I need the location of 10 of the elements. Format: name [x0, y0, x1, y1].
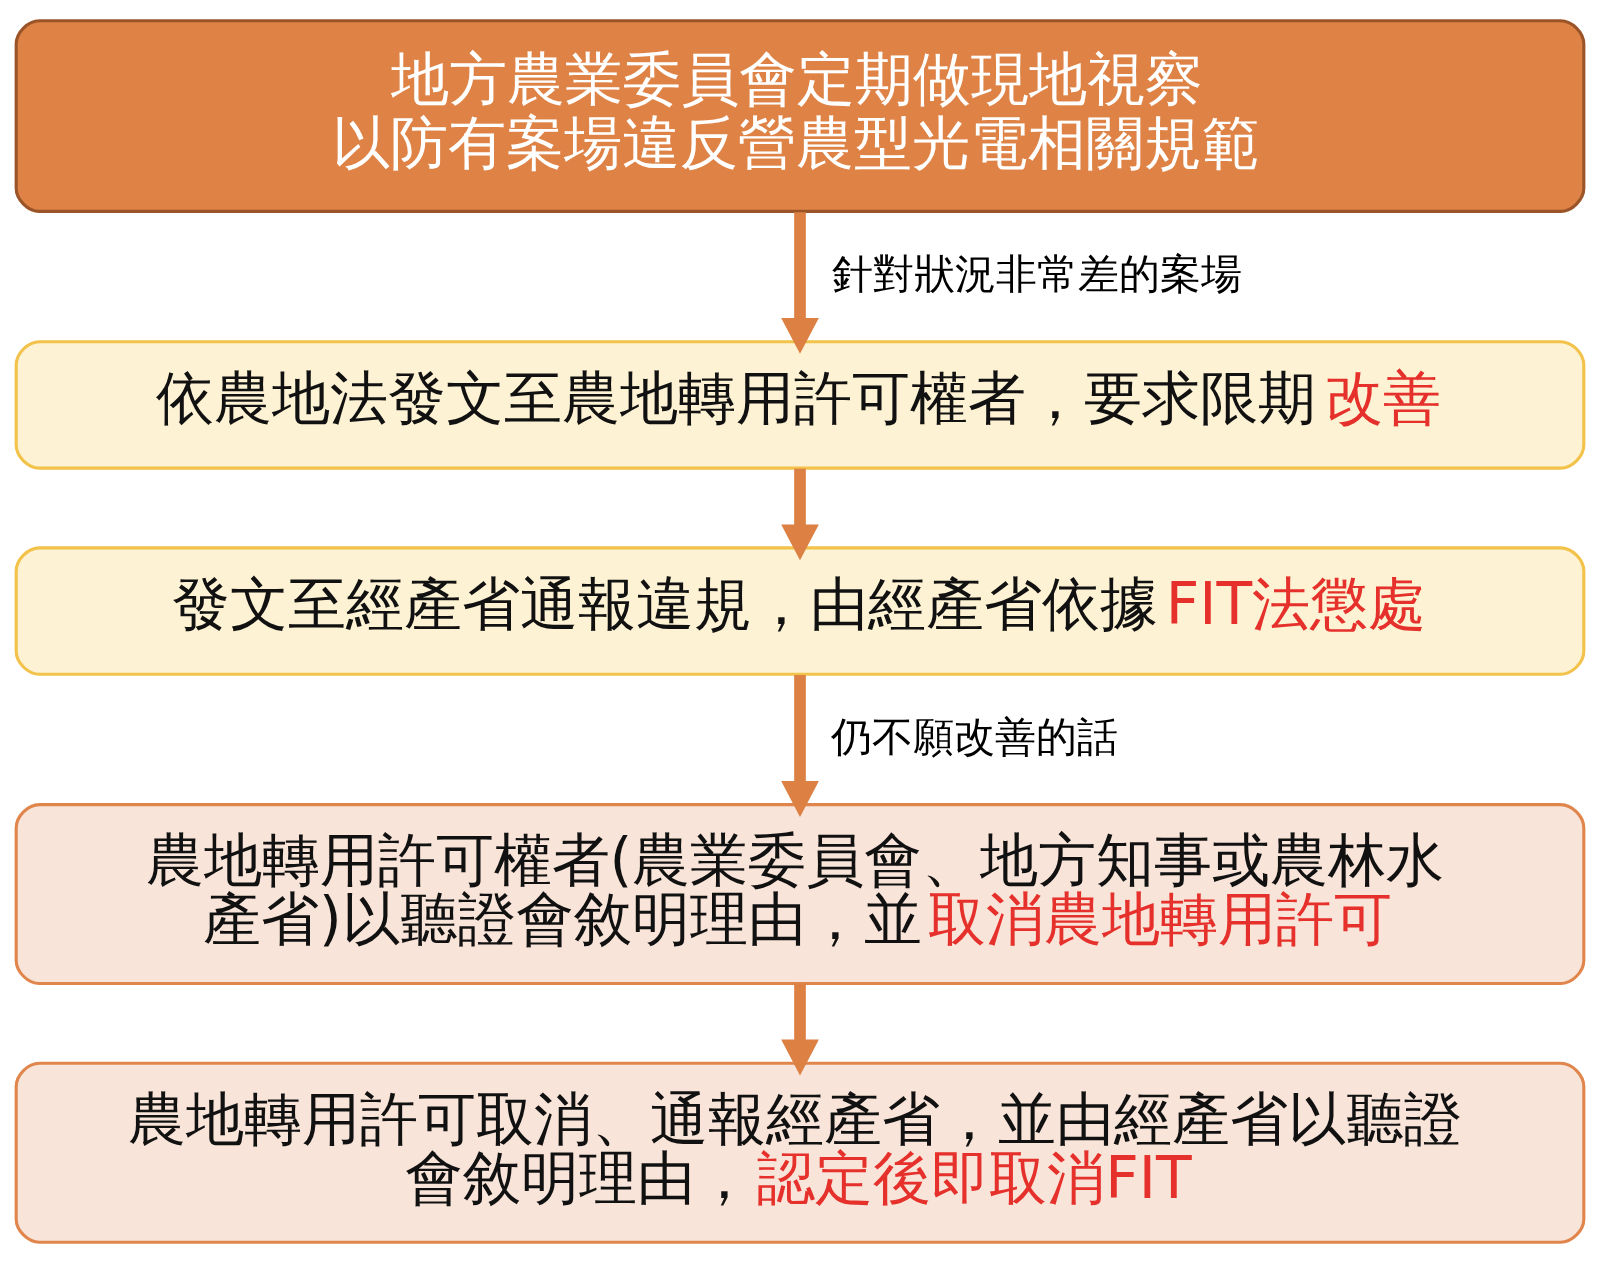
- node-box: 地方農業委員會定期做現地視察以防有案場違反營農型光電相關規範: [14, 18, 1586, 213]
- node-box: 依農地法發文至農地轉用許可權者，要求限期改善: [14, 339, 1586, 470]
- arrow: [781, 211, 819, 354]
- node-box: 農地轉用許可取消、通報經產省，並由經產省以聽證會敘明理由，認定後即取消FIT: [14, 1061, 1586, 1244]
- arrow: [781, 983, 819, 1075]
- edge-label: 仍不願改善的話: [831, 712, 1119, 761]
- node-box: 農地轉用許可權者(農業委員會、地方知事或農林水產省)以聽證會敘明理由，並取消農地轉用許可: [14, 802, 1586, 985]
- edge-label: 針對狀況非常差的案場: [832, 249, 1243, 298]
- arrow: [781, 468, 819, 560]
- arrow: [781, 674, 819, 817]
